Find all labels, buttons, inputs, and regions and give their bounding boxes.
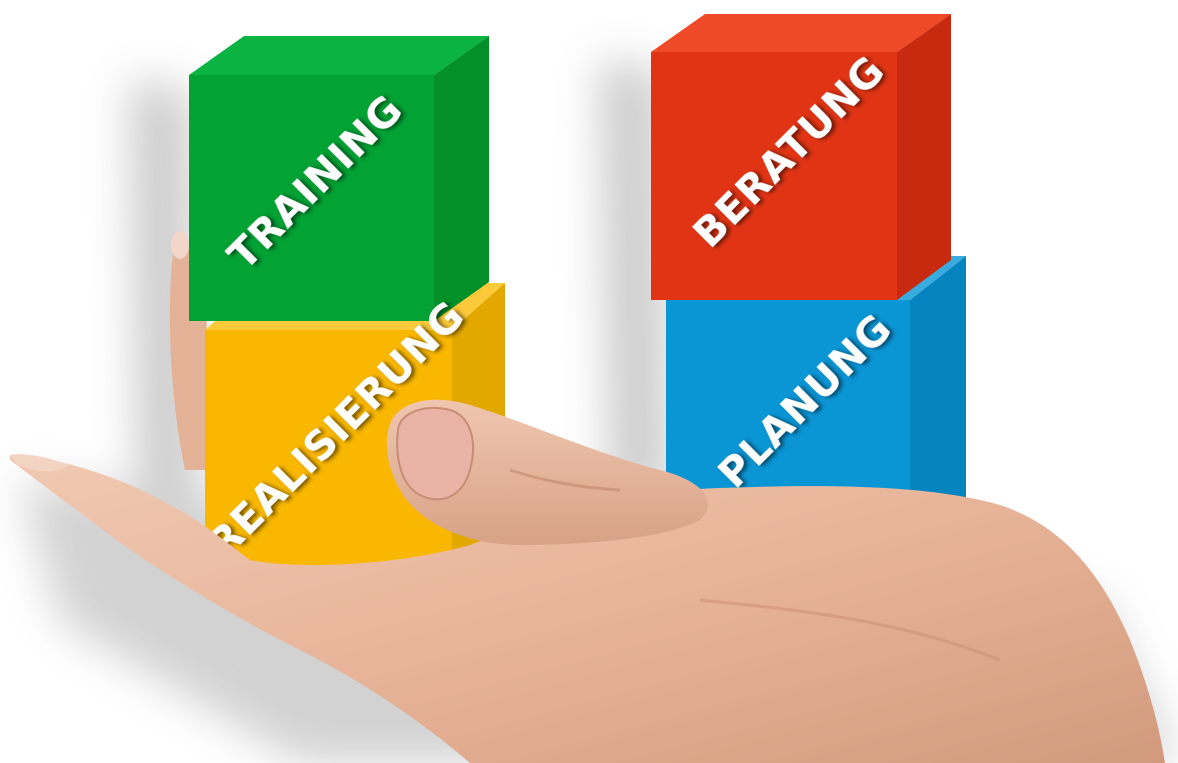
hand [10,399,1165,763]
cube-beratung [651,14,951,300]
cube-planung [666,256,966,520]
cube-training [189,36,489,321]
